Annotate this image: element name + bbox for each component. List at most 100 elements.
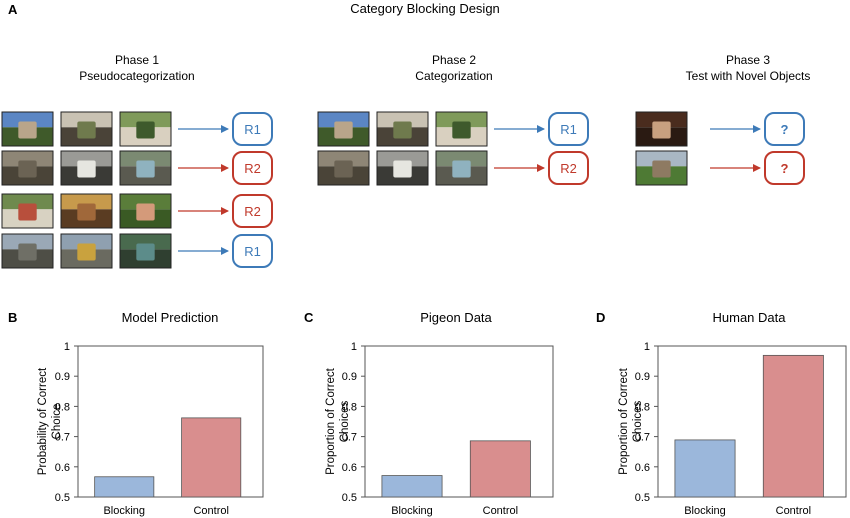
x-tick-label: Blocking (684, 505, 726, 517)
response-label: R1 (560, 122, 577, 137)
car-on-driveway-thumbnail (1, 233, 54, 269)
response-box (764, 112, 805, 146)
response-box (232, 112, 273, 146)
boy-in-yard-thumbnail (1, 111, 54, 147)
stimulus-row: R2 (317, 150, 589, 186)
response-box (232, 151, 273, 185)
y-tick-label: 1 (351, 341, 357, 353)
phases-diagram: Phase 1PseudocategorizationR1R2R2R1Phase… (1, 53, 811, 269)
panel-a-title: Category Blocking Design (350, 1, 500, 16)
panel-letter: D (596, 310, 605, 325)
panel-letter: C (304, 310, 314, 325)
response-label: R2 (244, 161, 261, 176)
stimulus-row: ? (635, 150, 805, 186)
y-tick-label: 0.6 (55, 462, 70, 474)
phase-subtitle: Test with Novel Objects (686, 69, 811, 83)
plot-frame (364, 345, 554, 498)
response-label: R1 (244, 122, 261, 137)
phase-3: Phase 3 Test with Novel Objects?? (635, 53, 811, 186)
response-label: ? (781, 122, 789, 137)
stimulus-row: R1 (317, 111, 589, 147)
chart-title: Model Prediction (122, 310, 219, 325)
bar-blocking (94, 476, 155, 498)
response-label: R2 (560, 161, 577, 176)
response-box (764, 151, 805, 185)
woman-outdoors-thumbnail (119, 193, 172, 229)
y-tick-label: 0.6 (635, 462, 650, 474)
two-people-on-path-thumbnail (60, 111, 113, 147)
y-tick-label: 0.8 (342, 401, 357, 413)
person-in-doorway-thumbnail (60, 193, 113, 229)
x-tick-label: Control (193, 505, 228, 517)
person-in-garden-thumbnail (119, 111, 172, 147)
phase-title: Phase 2 (432, 53, 476, 67)
x-tick-label: Blocking (391, 505, 433, 517)
x-tick-label: Control (483, 505, 518, 517)
x-tick-label: Control (776, 505, 811, 517)
bar-control (469, 440, 531, 498)
bar-blocking (381, 475, 443, 498)
stimulus-row: R2 (1, 193, 273, 229)
y-tick-label: 0.7 (635, 432, 650, 444)
white-car-house-thumbnail (376, 150, 429, 186)
house-and-lawn-thumbnail (635, 150, 688, 186)
y-tick-label: 1 (64, 341, 70, 353)
y-tick-label: 0.5 (342, 492, 357, 504)
stimulus-row: R2 (1, 150, 273, 186)
x-tick-label: Blocking (103, 505, 145, 517)
phase-title: Phase 3 (726, 53, 770, 67)
two-people-on-path-thumbnail (376, 111, 429, 147)
y-tick-label: 0.7 (342, 432, 357, 444)
response-box (232, 194, 273, 228)
empty-road-thumbnail (1, 150, 54, 186)
chart-title: Pigeon Data (420, 310, 492, 325)
plot-frame (657, 345, 847, 498)
y-tick-label: 0.7 (55, 432, 70, 444)
response-label: R1 (244, 244, 261, 259)
chart-b: B Model Prediction 0.5 0.6 0.7 0.8 0.9 1Probabi… (8, 310, 264, 517)
empty-road-thumbnail (317, 150, 370, 186)
child-with-bike-thumbnail (1, 193, 54, 229)
response-box (548, 112, 589, 146)
person-in-garden-thumbnail (435, 111, 488, 147)
y-tick-label: 0.8 (55, 401, 70, 413)
y-tick-label: 0.6 (342, 462, 357, 474)
blue-car-street-thumbnail (435, 150, 488, 186)
y-tick-label: 0.9 (635, 371, 650, 383)
yellow-car-thumbnail (60, 233, 113, 269)
boy-in-yard-thumbnail (317, 111, 370, 147)
y-tick-label: 0.8 (635, 401, 650, 413)
response-label: R2 (244, 204, 261, 219)
response-box (548, 151, 589, 185)
teal-car-closeup-thumbnail (119, 233, 172, 269)
stimulus-row: R1 (1, 111, 273, 147)
panel-a-letter: A (8, 2, 18, 17)
panel-letter: B (8, 310, 17, 325)
chart-title: Human Data (713, 310, 787, 325)
woman-indoors-thumbnail (635, 111, 688, 147)
stimulus-row: R1 (1, 233, 273, 269)
white-car-house-thumbnail (60, 150, 113, 186)
y-tick-label: 0.5 (55, 492, 70, 504)
y-tick-label: 0.5 (635, 492, 650, 504)
phase-subtitle: Pseudocategorization (79, 69, 194, 83)
y-tick-label: 0.9 (55, 371, 70, 383)
bar-charts: B Model Prediction 0.5 0.6 0.7 0.8 0.9 1Probabi… (8, 310, 847, 517)
y-tick-label: 1 (644, 341, 650, 353)
phase-subtitle: Categorization (415, 69, 492, 83)
phase-title: Phase 1 (115, 53, 159, 67)
plot-frame (77, 345, 264, 498)
bar-blocking (674, 439, 736, 498)
response-box (232, 234, 273, 268)
response-label: ? (781, 161, 789, 176)
bar-control (762, 354, 824, 498)
blue-car-street-thumbnail (119, 150, 172, 186)
